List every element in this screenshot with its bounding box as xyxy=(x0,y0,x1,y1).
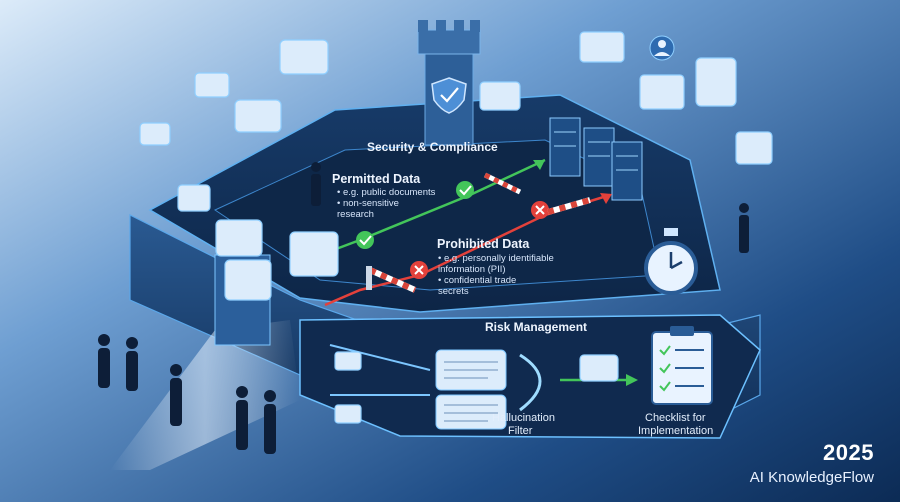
user-icon xyxy=(649,35,675,61)
prohibited-bullet: information (PII) xyxy=(438,264,506,275)
checklist-label-line1: Checklist for xyxy=(645,412,706,424)
chat-bubbles xyxy=(139,31,773,424)
check-icon xyxy=(356,231,374,249)
barrier-gate xyxy=(483,172,522,195)
shield-check-icon xyxy=(431,77,467,114)
prohibited-bullet: • e.g. personally identifiable xyxy=(438,253,554,264)
barrier-gate xyxy=(547,197,591,215)
hallucination-filter-label-line1: Hallucination xyxy=(492,412,555,424)
permitted-bullet: • non-sensitive xyxy=(337,198,399,209)
people-silhouettes xyxy=(98,162,749,454)
check-icon xyxy=(456,181,474,199)
risk-management-label: Risk Management xyxy=(485,320,588,334)
permitted-arrowhead xyxy=(533,160,545,170)
prohibited-bullet: • confidential trade xyxy=(438,275,517,286)
document-card xyxy=(435,349,507,391)
risk-flow-arrow xyxy=(329,344,431,371)
prohibited-arrowhead xyxy=(600,193,612,204)
brand-year: 2025 xyxy=(823,440,874,465)
permitted-data-title: Permitted Data xyxy=(332,172,421,186)
security-compliance-label: Security & Compliance xyxy=(367,140,498,154)
filter-ring xyxy=(519,353,542,412)
permitted-bullet: • e.g. public documents xyxy=(337,187,436,198)
entrance-light xyxy=(110,320,300,470)
prohibited-bullet: secrets xyxy=(438,286,469,297)
barrier-gate xyxy=(366,266,417,293)
stopwatch-icon xyxy=(644,228,698,295)
prohibited-data-title: Prohibited Data xyxy=(437,237,530,251)
x-icon xyxy=(410,261,428,279)
lower-floor xyxy=(299,314,761,439)
brand-name: AI KnowledgeFlow xyxy=(749,469,874,486)
permitted-bullet: research xyxy=(337,209,374,220)
checklist-icon xyxy=(651,326,713,405)
hallucination-filter-label-line2: Filter xyxy=(508,425,533,437)
document-card xyxy=(435,394,507,430)
server-rack-icon xyxy=(549,117,643,201)
permitted-data-path xyxy=(319,158,546,257)
filter-out-arrowhead xyxy=(626,374,638,386)
checklist-label-line2: Implementation xyxy=(638,425,714,437)
x-icon xyxy=(531,201,549,219)
